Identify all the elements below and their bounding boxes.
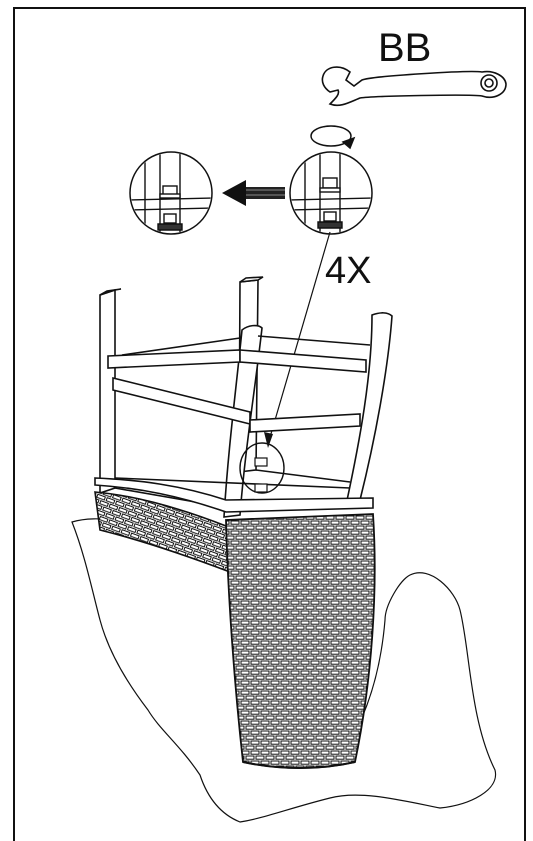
leader-line bbox=[267, 231, 331, 445]
page-border bbox=[13, 7, 526, 841]
detail-circle-right bbox=[289, 151, 373, 235]
chair-frame bbox=[99, 276, 393, 518]
detail-circle-left bbox=[129, 151, 213, 235]
quantity-label: 4X bbox=[325, 250, 372, 292]
seat-rim bbox=[94, 477, 374, 513]
rotate-arrow-icon bbox=[310, 125, 356, 150]
direction-arrow-icon bbox=[222, 180, 285, 206]
highlight-circle bbox=[239, 442, 285, 494]
leader-arrow-icon bbox=[264, 432, 273, 448]
wicker-panel-front bbox=[225, 513, 376, 769]
tool-label: BB bbox=[378, 26, 432, 70]
wrench-icon bbox=[321, 66, 507, 107]
